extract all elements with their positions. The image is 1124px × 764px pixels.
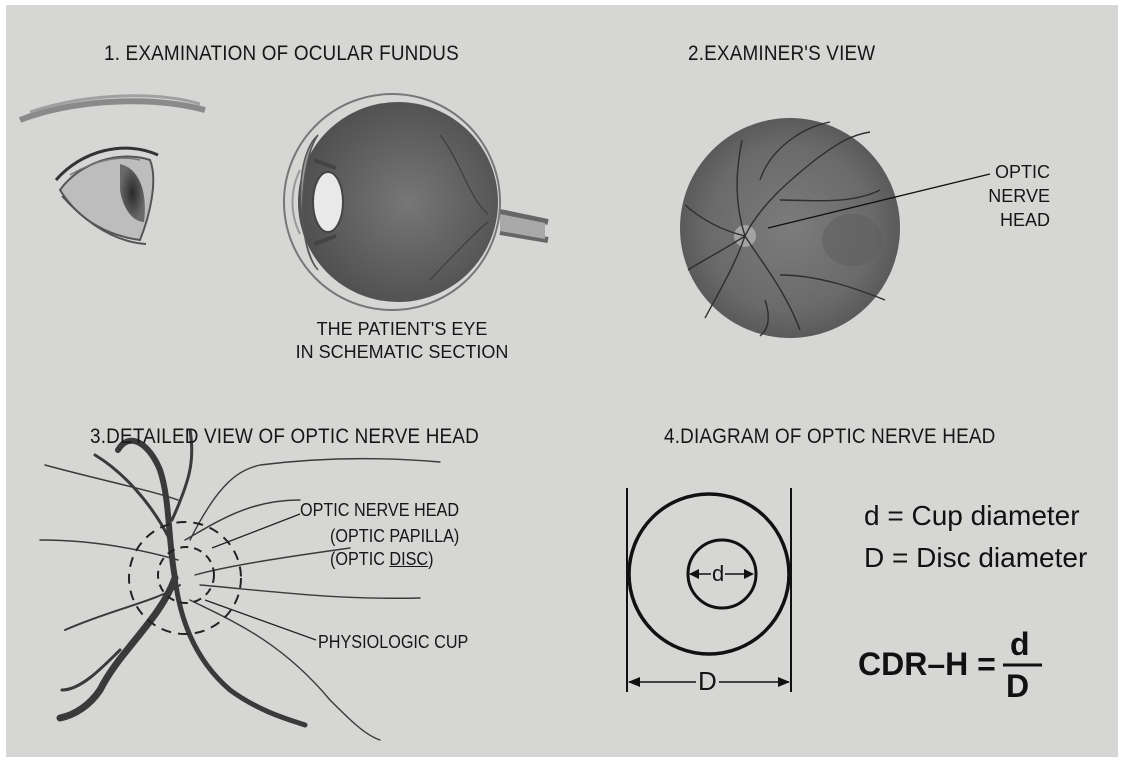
panel2-heading: 2.EXAMINER'S VIEW xyxy=(688,42,875,66)
schematic-eye-section xyxy=(284,94,548,310)
disc-diameter-symbol: D xyxy=(696,666,719,697)
fundus-view xyxy=(680,118,990,338)
optic-nerve-head-label: OPTIC NERVE HEAD xyxy=(300,500,459,521)
optic-disc-word: DISC xyxy=(389,549,428,569)
cdr-formula-numerator: d xyxy=(1010,626,1030,663)
patient-eye-sketch xyxy=(20,96,205,244)
panel2-onh-label-line3: HEAD xyxy=(960,208,1050,232)
physiologic-cup-label: PHYSIOLOGIC CUP xyxy=(318,632,468,653)
panel1-caption: THE PATIENT'S EYE IN SCHEMATIC SECTION xyxy=(272,318,532,364)
panel2-onh-label-line1: OPTIC xyxy=(960,160,1050,184)
optic-disc-suffix: ) xyxy=(428,549,433,569)
panel1-caption-line1: THE PATIENT'S EYE xyxy=(272,318,532,341)
panel3-heading: 3.DETAILED VIEW OF OPTIC NERVE HEAD xyxy=(90,425,479,449)
legend-cup-diameter: d = Cup diameter xyxy=(864,500,1080,532)
panel2-onh-label-line2: NERVE xyxy=(960,184,1050,208)
optic-papilla-label: (OPTIC PAPILLA) xyxy=(330,526,459,547)
optic-disc-prefix: (OPTIC xyxy=(330,549,389,569)
panel4-heading: 4.DIAGRAM OF OPTIC NERVE HEAD xyxy=(664,425,995,449)
legend-disc-diameter: D = Disc diameter xyxy=(864,542,1087,574)
cup-diameter-symbol: d xyxy=(711,561,725,587)
cdr-formula-lhs: CDR–H = xyxy=(858,646,996,683)
optic-disc-label: (OPTIC DISC) xyxy=(330,549,434,570)
detailed-optic-nerve-head xyxy=(40,430,440,740)
panel2-onh-label: OPTIC NERVE HEAD xyxy=(960,160,1050,232)
panel1-caption-line2: IN SCHEMATIC SECTION xyxy=(272,341,532,364)
panel1-heading: 1. EXAMINATION OF OCULAR FUNDUS xyxy=(104,42,459,66)
cdr-formula-denominator: D xyxy=(1006,668,1029,705)
